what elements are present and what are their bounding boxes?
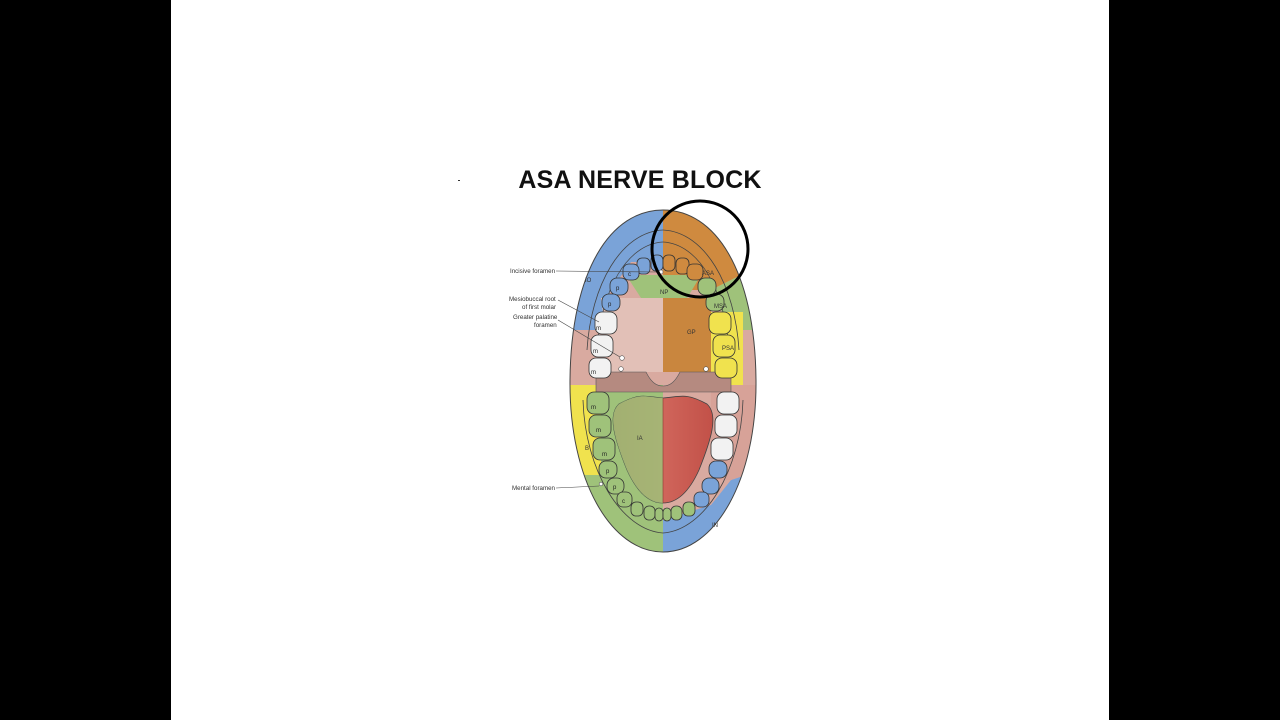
region-label-io: IO (585, 278, 592, 284)
asa-highlight-circle (650, 199, 750, 299)
region-label-asa: ASA (702, 271, 714, 277)
upper-molar2-right (712, 334, 736, 358)
upper-central-incisor-right (662, 254, 676, 272)
lesser-palatine-foramen-left (618, 366, 624, 372)
lower-lateral-incisor-left (630, 501, 644, 517)
lower-premolar1-left (606, 477, 625, 495)
region-label-in: IN (712, 523, 718, 529)
lower-central-incisor-left1 (643, 505, 656, 521)
lower-premolar2-left (598, 460, 618, 479)
mesiobuccal-root-label-line2: of first molar (522, 304, 556, 311)
lower-central-incisor-left2 (654, 507, 664, 522)
greater-palatine-foramen-left (619, 355, 625, 361)
mouth-outline (569, 209, 757, 553)
tooth-label-upper-m3: m (591, 370, 596, 376)
tooth-label-upper-p2: p (608, 302, 612, 308)
upper-arch-line-left (586, 229, 664, 351)
mesiobuccal-root-leader (557, 299, 600, 323)
region-label-psa: PSA (722, 346, 734, 352)
tongue-ia-half (613, 396, 663, 503)
lower-premolar1-right (701, 477, 720, 495)
incisive-foramen-label: Incisive foramen (510, 268, 556, 275)
region-label-msa: MSA (714, 304, 727, 310)
slide: ASA NERVE BLOCK (171, 0, 1109, 720)
tooth-label-upper-p1: p (616, 286, 620, 292)
region-label-ia: IA (637, 436, 643, 442)
tooth-label-lower-p1: p (606, 469, 610, 475)
tooth-label-lower-c: c (622, 499, 625, 505)
lower-canine-left (616, 491, 633, 508)
region-label-np: NP (660, 290, 668, 296)
greater-palatine-label-line1: Greater palatine (513, 314, 558, 321)
mental-foramen-leader (555, 485, 600, 489)
upper-molar1-left (594, 311, 618, 335)
mental-foramen-label: Mental foramen (512, 485, 556, 492)
lower-molar1-right (710, 437, 734, 461)
leader-lines (555, 270, 660, 489)
lower-canine-right (693, 491, 710, 508)
lower-arch-line (582, 399, 744, 534)
lower-molar2-right (714, 414, 738, 438)
region-label-b: B (585, 446, 589, 452)
lower-lateral-incisor-right (682, 501, 696, 517)
stray-dot (458, 180, 460, 181)
lower-premolar2-right (708, 460, 728, 479)
tooth-label-lower-m1: m (591, 405, 596, 411)
greater-palatine-foramen-right (703, 366, 709, 372)
greater-palatine-leader (557, 319, 621, 358)
lower-molar2-left (588, 414, 612, 438)
lower-central-incisor-right2 (662, 507, 672, 522)
upper-molar1-right (708, 311, 732, 335)
slide-title: ASA NERVE BLOCK (518, 166, 762, 194)
lower-teeth-left (586, 391, 664, 522)
oral-anatomy-diagram: Incisive foramen Mesiobuccal root of fir… (509, 199, 757, 553)
upper-arch-line-right (662, 229, 740, 351)
upper-teeth-right (662, 254, 738, 379)
lower-molar3-right (716, 391, 740, 415)
mental-foramen-dot (598, 481, 604, 487)
upper-molar3-left (588, 357, 612, 379)
upper-premolar2-left (601, 293, 621, 312)
tooth-label-lower-p2: p (613, 485, 617, 491)
incisive-foramen-leader (555, 270, 660, 273)
greater-palatine-label-line2: foramen (534, 322, 557, 329)
lower-central-incisor-right1 (670, 505, 683, 521)
tooth-label-upper-m2: m (593, 349, 598, 355)
tooth-label-upper-c: c (628, 272, 631, 278)
tooth-label-upper-m1: m (596, 326, 601, 332)
upper-canine-right (686, 263, 704, 281)
region-label-gp: GP (687, 330, 696, 336)
upper-premolar1-right (697, 277, 717, 296)
upper-molar3-right (714, 357, 738, 379)
soft-palate (595, 371, 732, 393)
mesiobuccal-root-label-line1: Mesiobuccal root (509, 296, 556, 303)
lower-teeth-right (662, 391, 740, 522)
upper-premolar1-left (609, 277, 629, 296)
gp-zone (663, 298, 711, 372)
tooth-label-lower-m2: m (596, 428, 601, 434)
lower-molar3-left (586, 391, 610, 415)
tooth-label-lower-m3: m (602, 452, 607, 458)
lower-molar1-left (592, 437, 616, 461)
